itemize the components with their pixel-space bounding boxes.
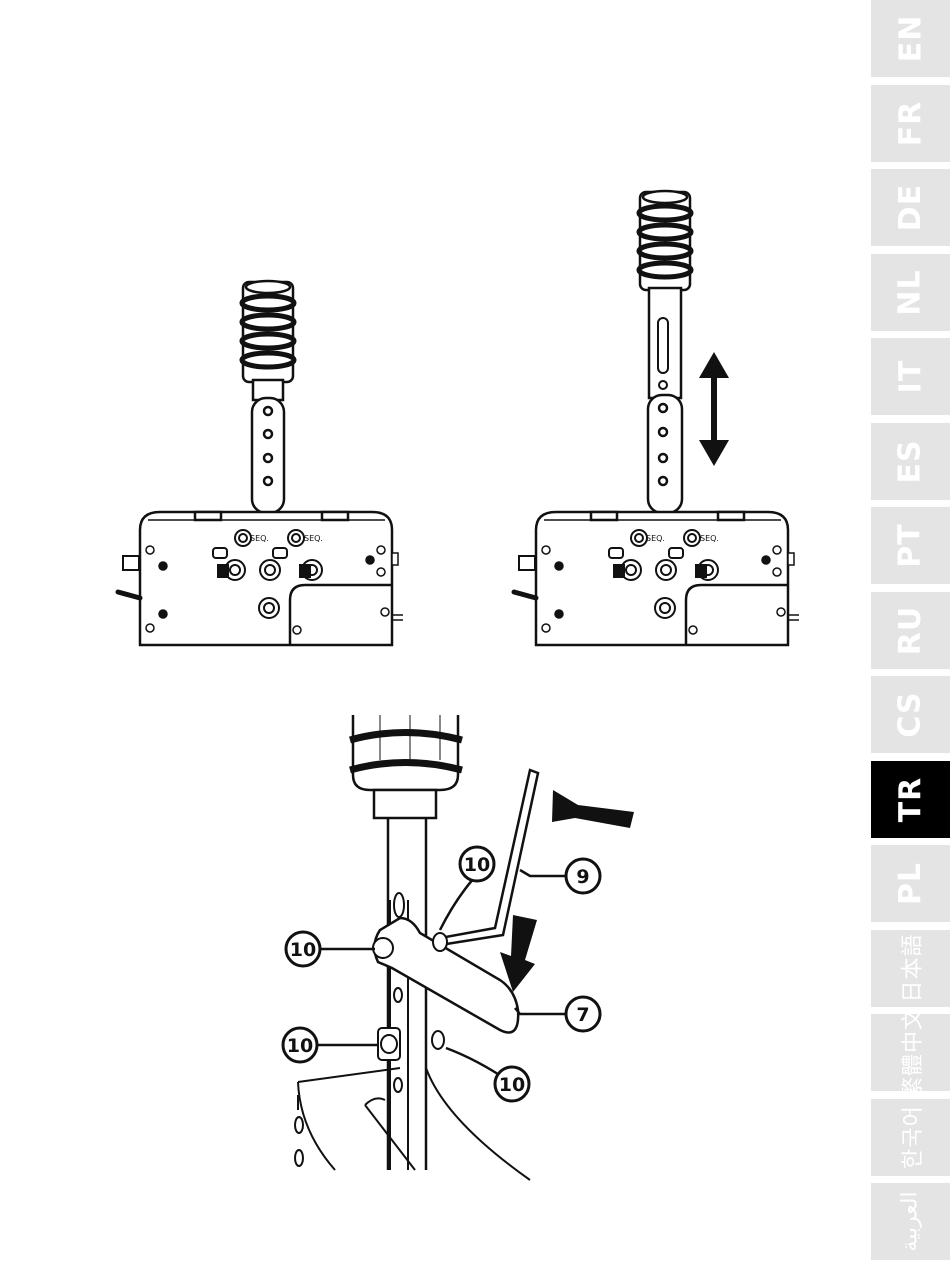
callout-10: 10 [460,847,494,881]
language-tab-de[interactable]: DE [871,169,950,246]
language-tab-nl[interactable]: NL [871,254,950,331]
svg-text:10: 10 [287,1035,313,1057]
illustrations: SEQ. SEQ. [0,0,870,1267]
callout-10: 10 [495,1067,529,1101]
svg-text:10: 10 [464,854,490,876]
language-tab-label: 한국어 [894,1105,926,1169]
language-tab-label: IT [893,360,928,394]
callout-9: 9 [566,859,600,893]
svg-text:10: 10 [290,939,316,961]
language-tab-label: NL [893,269,928,315]
callout-10: 10 [283,1028,317,1062]
language-tab-label: TR [893,776,928,822]
device-lever-lowered [118,281,403,645]
language-tab-tr[interactable]: TR [871,761,950,838]
language-tab-pt[interactable]: PT [871,507,950,584]
callout-7: 7 [566,997,600,1031]
knob [242,281,294,400]
language-tab-label: PL [893,862,928,905]
language-tab-label: 繁體中文 [895,1006,927,1098]
seq-label: SEQ. [646,534,665,543]
svg-text:7: 7 [576,1004,589,1026]
language-tab-한국어[interactable]: 한국어 [871,1099,950,1176]
detail-adjustment [295,715,538,1180]
double-arrow-up-down-icon [699,352,729,466]
knob [639,191,691,290]
language-tab-en[interactable]: EN [871,0,950,77]
language-tab-label: العربية [898,1191,923,1251]
language-tab-label: RU [893,605,928,654]
push-arrow-icon [552,790,634,828]
language-tab-cs[interactable]: CS [871,676,950,753]
language-tab-label: ES [893,439,928,483]
language-tab-label: EN [893,15,928,63]
language-tab-pl[interactable]: PL [871,845,950,922]
callout-10: 10 [286,932,320,966]
seq-label: SEQ. [700,534,719,543]
svg-text:9: 9 [576,866,589,888]
device-lever-raised [514,191,799,645]
language-tab-label: DE [893,184,928,231]
language-tab-label: CS [893,691,928,737]
language-tab-العربية[interactable]: العربية [871,1183,950,1260]
manual-illustrations: SEQ. SEQ. [0,0,870,1267]
language-tab-日本語[interactable]: 日本語 [871,930,950,1007]
svg-text:10: 10 [499,1074,525,1096]
language-tab-label: FR [893,100,928,146]
language-tab-ru[interactable]: RU [871,592,950,669]
language-tab-es[interactable]: ES [871,423,950,500]
language-tab-fr[interactable]: FR [871,85,950,162]
seq-label: SEQ. [304,534,323,543]
seq-label: SEQ. [250,534,269,543]
language-tab-繁體中文[interactable]: 繁體中文 [871,1014,950,1091]
language-tabs: EN FR DE NL IT ES PT RU CS TR PL 日本語繁體中文 한국어 العربية [871,0,950,1267]
language-tab-it[interactable]: IT [871,338,950,415]
language-tab-label: PT [893,523,928,567]
language-tab-label: 日本語 [894,933,926,1002]
